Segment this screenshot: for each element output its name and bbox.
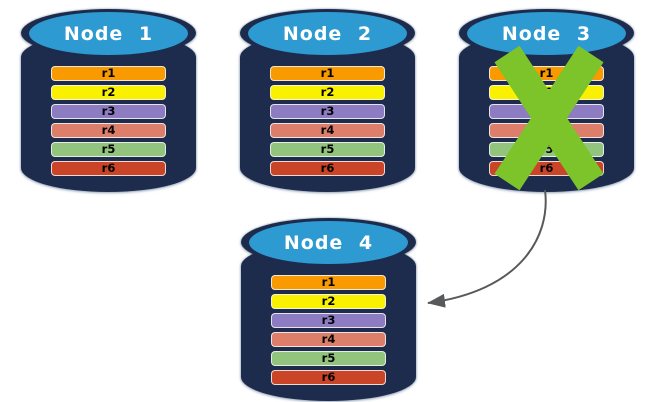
data-row: r1 xyxy=(270,66,385,81)
row-label: r6 xyxy=(101,161,116,175)
row-label: r2 xyxy=(321,294,336,308)
data-row: r5 xyxy=(271,351,386,366)
data-row: r3 xyxy=(51,104,166,119)
data-row: r5 xyxy=(270,142,385,157)
data-row: r6 xyxy=(51,161,166,176)
data-row: r4 xyxy=(51,123,166,138)
data-row: r6 xyxy=(271,370,386,385)
row-label: r3 xyxy=(101,104,116,118)
row-label: r5 xyxy=(321,351,336,365)
row-label: r1 xyxy=(101,66,116,80)
node-title: Node 2 xyxy=(282,22,373,45)
database-node-1: Node 1 r1 r2 r3 r4 r5 r6 xyxy=(21,9,196,192)
cylinder-cap: Node 1 xyxy=(29,12,188,55)
data-row: r4 xyxy=(270,123,385,138)
data-row: r1 xyxy=(271,275,386,290)
row-label: r4 xyxy=(101,123,116,137)
row-label: r4 xyxy=(321,332,336,346)
data-row: r2 xyxy=(271,294,386,309)
cylinder-cap: Node 3 xyxy=(467,12,626,55)
data-row: r3 xyxy=(271,313,386,328)
row-label: r3 xyxy=(321,313,336,327)
row-label: r6 xyxy=(321,370,336,384)
data-row: r5 xyxy=(51,142,166,157)
data-row: r1 xyxy=(51,66,166,81)
row-label: r1 xyxy=(539,66,554,80)
row-label: r6 xyxy=(320,161,335,175)
node-title: Node 1 xyxy=(63,22,154,45)
row-label: r1 xyxy=(321,275,336,289)
failure-x-mark-icon xyxy=(494,45,604,191)
data-row: r4 xyxy=(271,332,386,347)
row-label: r2 xyxy=(101,85,116,99)
row-label: r5 xyxy=(101,142,116,156)
row-label: r2 xyxy=(320,85,335,99)
data-row: r6 xyxy=(270,161,385,176)
row-stack: r1 r2 r3 r4 r5 r6 xyxy=(51,66,166,176)
database-node-3: Node 3 r1 r2 r3 r4 r5 r6 xyxy=(459,9,634,192)
row-label: r6 xyxy=(539,161,554,175)
row-stack: r1 r2 r3 r4 r5 r6 xyxy=(270,66,385,176)
cylinder-cap: Node 4 xyxy=(249,221,408,264)
data-row: r2 xyxy=(51,85,166,100)
node-title: Node 4 xyxy=(283,231,374,254)
database-node-4: Node 4 r1 r2 r3 r4 r5 r6 xyxy=(241,218,416,401)
row-label: r4 xyxy=(320,123,335,137)
data-row: r3 xyxy=(270,104,385,119)
row-stack: r1 r2 r3 r4 r5 r6 xyxy=(271,275,386,385)
node-title: Node 3 xyxy=(501,22,592,45)
row-label: r5 xyxy=(320,142,335,156)
row-label: r3 xyxy=(320,104,335,118)
data-row: r2 xyxy=(270,85,385,100)
database-node-2: Node 2 r1 r2 r3 r4 r5 r6 xyxy=(240,9,415,192)
cylinder-cap: Node 2 xyxy=(248,12,407,55)
row-label: r1 xyxy=(320,66,335,80)
